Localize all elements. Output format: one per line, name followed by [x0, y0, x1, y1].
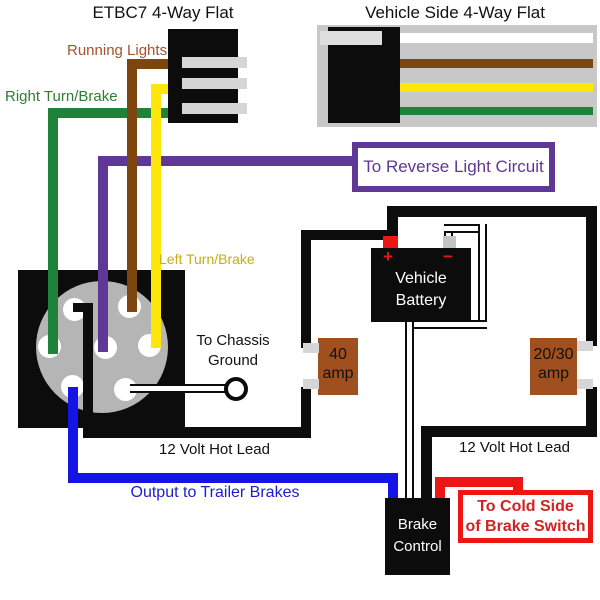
etbc7-pin-3 — [182, 103, 247, 114]
output-trailer-brakes-label: Output to Trailer Brakes — [130, 484, 300, 501]
red-wire-into-box-vertical — [513, 477, 523, 493]
chassis-ground-label: To Chassis Ground — [183, 331, 283, 371]
etbc7-title: ETBC7 4-Way Flat — [92, 3, 234, 22]
black-wire-battery-positive-up — [387, 206, 398, 238]
blue-wire-horizontal — [68, 473, 398, 483]
purple-wire-horizontal — [98, 156, 352, 166]
hot-lead-left-label: 12 Volt Hot Lead — [159, 441, 270, 458]
etbc7-pin-1 — [182, 57, 247, 68]
fuse-40amp: 40 amp — [318, 338, 358, 395]
red-wire-vertical — [435, 477, 445, 498]
blue-wire-brake-control-vertical — [388, 473, 398, 498]
fuse-40amp-unit: amp — [322, 365, 354, 383]
black-wire-to-battery-horizontal — [301, 230, 391, 240]
fuse-40amp-value: 40 — [329, 346, 347, 363]
ring-terminal-icon — [224, 377, 248, 401]
fuse-2030amp-value: 20/30 — [533, 346, 574, 363]
brake-control-label-line2: Control — [393, 538, 442, 555]
cold-side-callout-line1: To Cold Side — [477, 498, 574, 515]
brown-wire-stub — [127, 59, 168, 69]
red-wire-horizontal — [435, 477, 523, 487]
etbc7-pin-2 — [182, 78, 247, 89]
battery-label-line2: Battery — [395, 292, 447, 309]
black-wire-brake-control-vertical — [421, 426, 432, 498]
black-wire-right-vertical — [586, 206, 597, 346]
vehicle-battery: + − Vehicle Battery — [371, 247, 471, 322]
vehicle-side-brown-wire — [400, 59, 593, 68]
yellow-wire-vertical — [151, 84, 161, 348]
black-wire-top-horizontal — [387, 206, 597, 217]
fuse-40amp-upper-tab — [303, 343, 319, 353]
fuse-2030amp-upper-tab — [577, 341, 593, 351]
black-wire-connector-vertical — [83, 303, 93, 437]
fuse-2030amp-unit: amp — [537, 365, 570, 383]
pin-hole-bottom-right — [114, 378, 137, 401]
pin-hole-bottom-left — [61, 375, 84, 398]
brake-control: Brake Control — [385, 498, 450, 575]
vehicle-side-green-wire — [400, 107, 593, 115]
fuse-40amp-lower-tab — [303, 379, 319, 389]
chassis-ground-label-line2: Ground — [207, 352, 259, 369]
left-turn-brake-label: Left Turn/Brake — [159, 251, 255, 267]
black-wire-fuse2030-lower-vertical — [586, 387, 597, 437]
purple-wire-vertical — [98, 156, 108, 352]
cold-side-callout-line2: of Brake Switch — [465, 518, 586, 535]
cold-side-callout: To Cold Side of Brake Switch — [458, 490, 593, 543]
chassis-ground-label-line1: To Chassis — [196, 332, 270, 349]
vehicle-side-connector-tab — [320, 31, 382, 45]
fuse-2030amp: 20/30 amp — [530, 338, 577, 395]
black-wire-fuse40-upper-vertical — [301, 230, 311, 348]
black-wire-fuse40-lower-vertical — [301, 387, 311, 438]
ground-wire-right-vertical — [478, 224, 487, 329]
battery-label-line1: Vehicle — [395, 270, 447, 287]
ground-wire-down-vertical — [405, 320, 414, 498]
reverse-light-callout: To Reverse Light Circuit — [352, 142, 555, 192]
green-wire-horizontal — [48, 108, 168, 118]
vehicle-side-title: Vehicle Side 4-Way Flat — [365, 3, 545, 22]
green-wire-vertical — [48, 108, 58, 354]
fuse-2030amp-lower-tab — [577, 379, 593, 389]
battery-positive-terminal — [383, 236, 398, 249]
hot-lead-right-label: 12 Volt Hot Lead — [459, 439, 570, 456]
running-lights-label: Running Lights — [67, 42, 168, 59]
black-wire-bottom-horizontal-right — [421, 426, 597, 437]
reverse-light-callout-text: To Reverse Light Circuit — [363, 157, 544, 176]
black-wire-bottom-horizontal-left — [83, 427, 311, 438]
vehicle-side-white-wire — [400, 33, 593, 43]
chassis-ground-wire — [130, 384, 230, 393]
vehicle-side-yellow-wire — [400, 83, 593, 92]
blue-wire-vertical — [68, 387, 78, 483]
battery-negative-terminal — [443, 236, 456, 249]
brown-wire-vertical — [127, 59, 137, 312]
battery-plus-sign: + — [383, 247, 393, 266]
right-turn-brake-label: Right Turn/Brake — [5, 88, 118, 105]
battery-minus-sign: − — [443, 247, 453, 266]
brake-control-label-line1: Brake — [397, 516, 438, 533]
ground-wire-top-horizontal — [444, 224, 487, 233]
